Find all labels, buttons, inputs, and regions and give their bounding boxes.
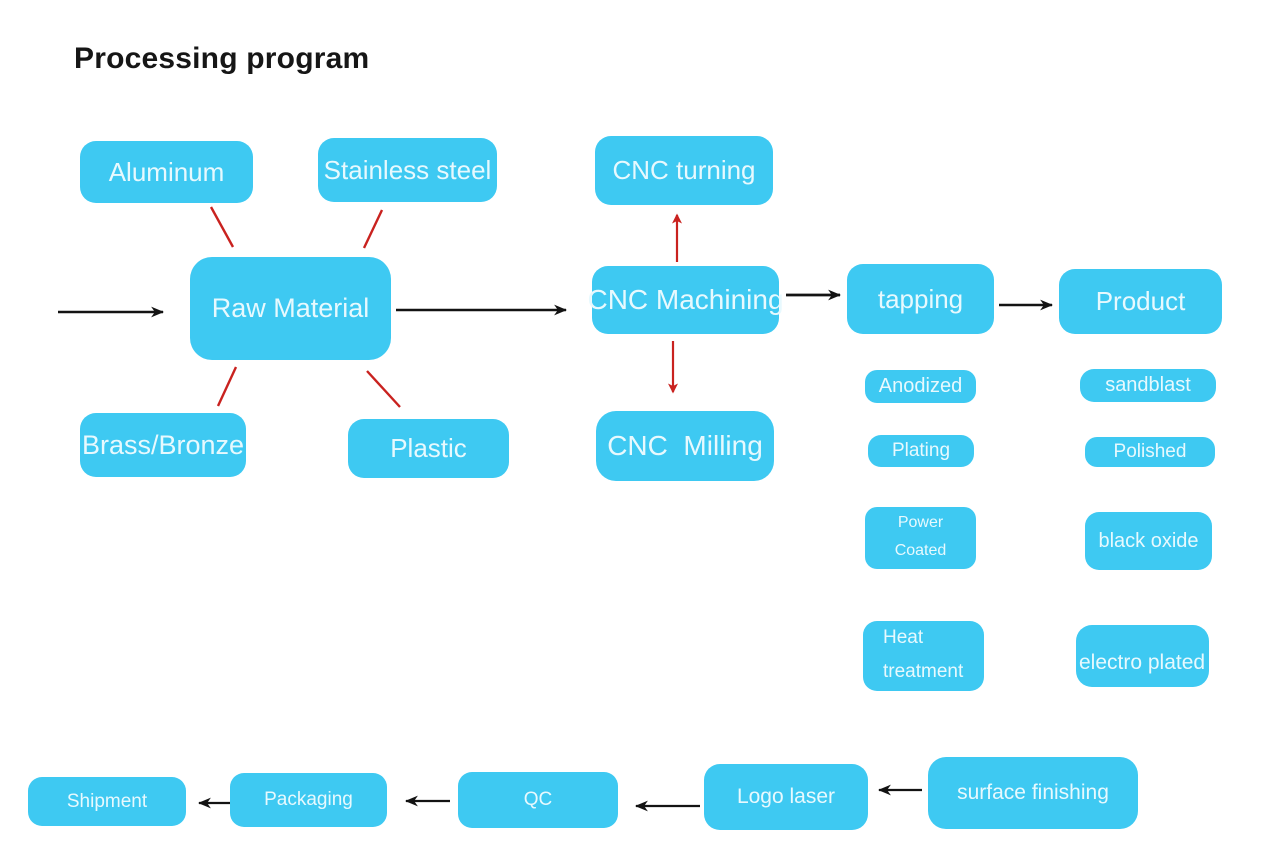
node-label: Anodized [878, 375, 963, 397]
node-label: CNC turning [612, 155, 756, 185]
node-label: tapping [877, 283, 964, 314]
node-label: Raw Material [211, 293, 370, 323]
node-label: Polished [1113, 441, 1187, 462]
node-qc: QC [458, 772, 618, 828]
node-packaging: Packaging [230, 773, 387, 827]
node-heat-treatment: Heat treatment [863, 621, 984, 691]
node-label: electro plated [1079, 651, 1206, 674]
node-label: Shipment [66, 790, 148, 812]
line-stainless-steel-to-raw-material [362, 209, 384, 249]
node-label: Plating [891, 440, 951, 461]
node-power-coated: Power Coated [865, 507, 976, 569]
node-anodized: Anodized [865, 370, 976, 403]
line-raw-material-to-plastic [366, 370, 401, 408]
node-plating: Plating [868, 435, 974, 467]
node-cnc-turning: CNC turning [595, 136, 773, 205]
line-aluminum-to-raw-material [209, 206, 235, 248]
node-label: surface finishing [957, 781, 1109, 804]
node-label: CNC Milling [607, 430, 763, 461]
node-label: Plastic [390, 433, 467, 463]
node-raw-material: Raw Material [190, 257, 391, 360]
node-polished: Polished [1085, 437, 1215, 467]
node-black-oxide: black oxide [1085, 512, 1212, 570]
node-label: QC [523, 789, 553, 810]
node-label: black oxide [1098, 529, 1199, 552]
node-label: CNC Machining [587, 284, 784, 315]
node-label: Product [1095, 286, 1186, 316]
node-sandblast: sandblast [1080, 369, 1216, 402]
node-brass-bronze: Brass/Bronze [80, 413, 246, 477]
node-label-line1: Power [897, 514, 944, 531]
node-electro-plated: electro plated [1076, 625, 1209, 687]
node-label-line2: Coated [894, 542, 947, 559]
node-plastic: Plastic [348, 419, 509, 478]
node-cnc-milling: CNC Milling [596, 411, 774, 481]
node-tapping: tapping [847, 264, 994, 334]
node-label: Logo laser [736, 785, 836, 808]
node-logo-laser: Logo laser [704, 764, 868, 830]
line-raw-material-to-brass-bronze [216, 366, 238, 407]
page-title: Processing program [74, 42, 370, 75]
node-label: Aluminum [108, 156, 225, 187]
node-label: sandblast [1105, 374, 1191, 396]
node-label-line1: Heat [883, 627, 924, 648]
node-label-line2: treatment [883, 661, 964, 682]
node-aluminum: Aluminum [80, 141, 253, 203]
node-cnc-machining: CNC Machining [587, 266, 784, 334]
node-label: Stainless steel [323, 154, 492, 185]
node-stainless-steel: Stainless steel [318, 138, 497, 202]
node-label: Packaging [264, 789, 353, 810]
node-product: Product [1059, 269, 1222, 334]
node-label: Brass/Bronze [81, 429, 245, 460]
node-surface-finishing: surface finishing [928, 757, 1138, 829]
node-shipment: Shipment [28, 777, 186, 826]
